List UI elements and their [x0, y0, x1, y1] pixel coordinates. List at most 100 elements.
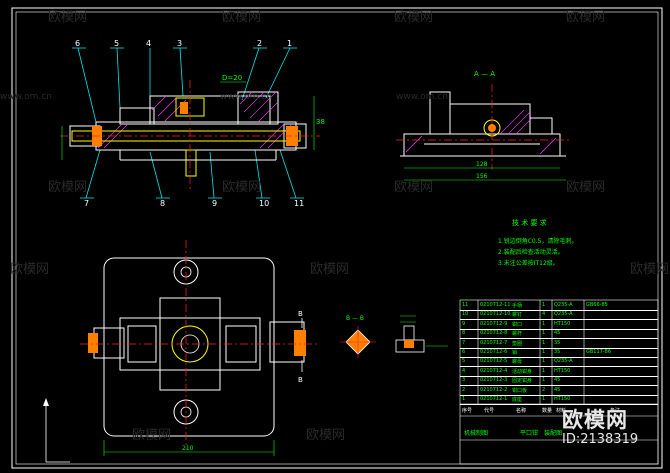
bom-header-qty: 数量 — [542, 408, 553, 414]
watermark: 欧模网 — [10, 262, 50, 277]
watermark: 欧模网 — [566, 180, 606, 195]
bom-cell-qty: 2 — [542, 386, 546, 393]
bom-cell-no: 9 — [462, 320, 466, 327]
bom-cell-name: 垫圈 — [512, 340, 523, 347]
bom-cell-no: 1 — [462, 396, 466, 402]
bom-cell-qty: 1 — [542, 358, 546, 365]
bom-cell-code: 0210712-5 — [480, 358, 508, 365]
dim-128: 128 — [476, 161, 488, 168]
title-block: 机械制图平口钳装配图 — [460, 428, 658, 438]
bom-cell-name: 销 — [512, 350, 518, 356]
callout-9: 9 — [212, 199, 217, 208]
watermark: 欧模网 — [394, 10, 434, 25]
callout-3: 3 — [177, 39, 182, 48]
bom-cell-qty: 1 — [542, 320, 546, 327]
bom-cell-code: 0210712-3 — [480, 377, 508, 384]
dim-38: 38 — [316, 118, 325, 126]
bom-cell-qty: 1 — [542, 339, 546, 346]
watermark-url: www.om.cn — [396, 92, 448, 102]
bom-cell-qty: 1 — [542, 367, 546, 374]
bom-cell-name: 钳口 — [512, 321, 523, 328]
watermark: 欧模网 — [306, 428, 346, 443]
bom-cell-name: 螺钉 — [512, 312, 523, 319]
section-bb-label: B — B — [346, 315, 364, 322]
callout-11: 11 — [294, 199, 304, 208]
callout-numbers: 6 5 4 3 2 1 7 8 9 10 11 — [75, 39, 304, 208]
callout-6: 6 — [75, 39, 80, 48]
bom-cell-name: 手柄 — [512, 303, 523, 309]
dim-210: 210 — [182, 445, 194, 452]
callout-8: 8 — [160, 199, 165, 208]
drawing-frame — [11, 7, 663, 469]
bom-cell-no: 6 — [462, 349, 466, 355]
title-block-mid: 平口钳 — [520, 430, 539, 437]
bom-header-mat: 材料 — [556, 408, 567, 414]
bom-cell-mat: Q235-A — [554, 311, 573, 318]
bom-cell-qty: 1 — [542, 330, 546, 337]
bom-cell-code: 0210712-10 — [480, 311, 511, 318]
bom-cell-no: 8 — [462, 330, 466, 337]
bom-header-name: 名称 — [516, 408, 527, 414]
callout-10: 10 — [259, 199, 269, 208]
tech-req-list: 1.锐边倒角C0.5，清除毛刺。 2.装配后检查活动灵活。 3.未注公差按IT1… — [498, 236, 577, 269]
watermark: 欧模网 — [132, 428, 172, 443]
bom-cell-qty: 1 — [542, 302, 546, 308]
bom-cell-qty: 1 — [542, 377, 546, 384]
watermark: 欧模网 — [48, 180, 88, 195]
watermark: 欧模网 — [222, 180, 262, 195]
dim-156: 156 — [476, 173, 488, 180]
bom-row: 10 0210712-10 4 Q235-A 螺钉 — [460, 310, 658, 321]
bom-cell-no: 5 — [462, 358, 466, 365]
brand-logo-text: 欧模网 — [562, 408, 628, 432]
bom-cell-mat: 35 — [554, 339, 561, 346]
model-id: ID:2138319 — [562, 432, 639, 447]
section-aa-label: A — A — [474, 70, 495, 78]
bom-header-no: 序号 — [462, 408, 473, 414]
bom-cell-no: 4 — [462, 367, 466, 374]
drawing-inner-frame — [15, 11, 659, 465]
bom-cell-no: 7 — [462, 339, 466, 346]
tech-req-line: 2.装配后检查活动灵活。 — [498, 249, 564, 256]
bom-cell-code: 0210712-1 — [480, 396, 508, 402]
watermark-url: www.om.cn — [0, 92, 52, 102]
tech-req-line: 3.未注公差按IT12级。 — [498, 260, 559, 267]
view-b-label-top: B — [298, 310, 303, 318]
bom-cell-note: GB66-85 — [586, 302, 608, 308]
bom-cell-code: 0210712-8 — [480, 330, 508, 337]
bom-cell-qty: 4 — [542, 311, 546, 318]
watermark-url: www.om.cn — [220, 92, 272, 102]
bom-cell-code: 0210712-7 — [480, 339, 508, 346]
title-block-left: 机械制图 — [464, 430, 489, 437]
watermark: 欧模网 — [310, 262, 350, 277]
watermark: 欧模网 — [630, 262, 670, 277]
bom-cell-no: 10 — [462, 311, 469, 318]
section-a-view: A — A 128 156 — [396, 70, 572, 181]
bom-cell-code: 0210712-6 — [480, 349, 508, 355]
bom-cell-name: 底座 — [512, 397, 523, 403]
bom-cell-mat: 45 — [554, 330, 561, 337]
dim-d20: D=20 — [222, 74, 242, 82]
bom-cell-name: 活动钳身 — [512, 368, 533, 375]
bom-cell-mat: HT150 — [554, 396, 571, 402]
bom-cell-name: 螺杆 — [512, 331, 523, 338]
callout-2: 2 — [257, 39, 262, 48]
bom-cell-code: 0210712-11 — [480, 302, 511, 308]
bom-header: 序号代号名称数量材料备注 — [460, 406, 658, 416]
bom-cell-mat: 45 — [554, 377, 561, 384]
bom-cell-code: 0210712-2 — [480, 386, 508, 393]
bom-header-code: 代号 — [484, 408, 495, 414]
top-view: 210 B B — [43, 240, 318, 463]
bom-row: 8 0210712-8 1 45 螺杆 — [460, 329, 658, 340]
tech-req-line: 1.锐边倒角C0.5，清除毛刺。 — [498, 238, 578, 245]
watermark: 欧模网 — [394, 180, 434, 195]
bom-cell-mat: 45 — [554, 386, 561, 393]
watermark: 欧模网 — [222, 10, 262, 25]
